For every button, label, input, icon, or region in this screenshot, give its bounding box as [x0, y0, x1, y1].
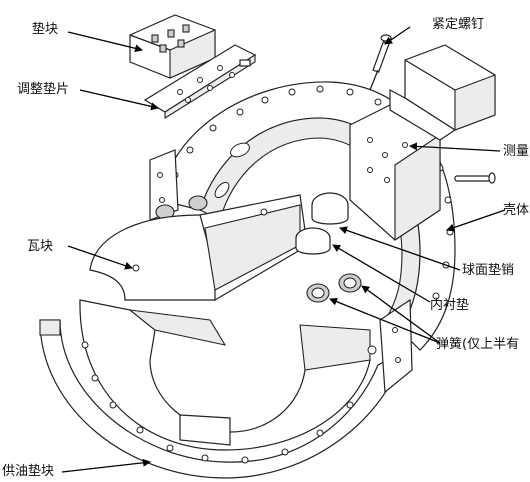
leader-spherical-pin — [339, 226, 461, 271]
measure-block — [349, 99, 441, 242]
leader-measure — [409, 142, 501, 152]
leader-spring-2 — [361, 285, 441, 344]
label-spring: 弹簧(仅上半有 — [436, 337, 520, 352]
leader-tile — [67, 245, 133, 270]
label-oil-pad: 供油垫块 — [2, 464, 55, 479]
label-pad-block: 垫块 — [32, 22, 59, 37]
back-springs — [155, 195, 208, 220]
right-flange — [379, 298, 413, 394]
pad-block — [129, 14, 216, 79]
label-housing: 壳体 — [503, 203, 530, 218]
label-set-screw: 紧定螺钉 — [432, 17, 485, 32]
set-screw — [369, 34, 392, 91]
label-inner-liner: 内衬垫 — [430, 298, 470, 313]
lower-housing — [39, 299, 406, 479]
spherical-pin — [311, 192, 349, 225]
leader-pad-block — [67, 31, 143, 53]
leader-lines — [61, 26, 506, 473]
right-pin — [454, 172, 496, 184]
leader-set-screw — [384, 26, 411, 45]
top-right-pad — [389, 44, 496, 141]
leader-spring-1 — [329, 297, 441, 344]
upper-tile — [89, 194, 306, 302]
label-adjust-shim: 调整垫片 — [17, 82, 70, 97]
inner-liner — [295, 227, 331, 255]
springs — [306, 273, 362, 303]
leader-adjust-shim — [79, 89, 159, 111]
housing-left-flange — [149, 149, 179, 221]
leader-housing — [446, 209, 506, 232]
label-tile-block: 瓦块 — [27, 239, 54, 254]
leader-inner-liner — [332, 244, 431, 303]
label-spherical-pin: 球面垫销 — [462, 263, 515, 278]
leader-oil-pad — [61, 458, 151, 473]
label-measure: 测量 — [503, 144, 530, 159]
